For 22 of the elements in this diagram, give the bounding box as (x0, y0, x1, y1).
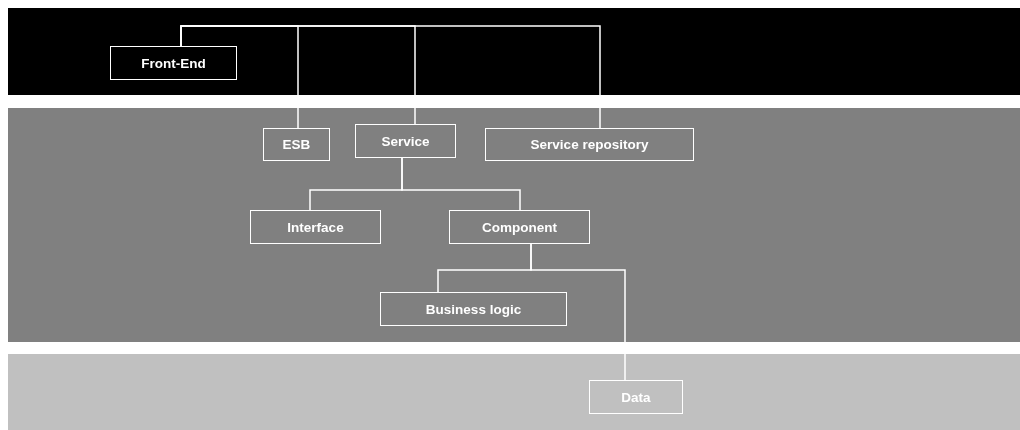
layer-band (8, 108, 1020, 342)
component-box (380, 292, 567, 326)
component-box (355, 124, 456, 158)
connector-line (530, 243, 626, 381)
component-box (449, 210, 590, 244)
box-label: Interface (287, 219, 344, 235)
layer-band (8, 8, 1020, 95)
box-label: Service (381, 133, 430, 149)
connector-line (180, 25, 601, 129)
component-box (485, 128, 694, 161)
component-box (250, 210, 381, 244)
layer-band (8, 354, 1020, 430)
box-label: Front-End (141, 55, 206, 71)
box-label: Component (482, 219, 557, 235)
component-box (589, 380, 683, 414)
box-label: ESB (282, 137, 311, 152)
box-label: Business logic (425, 301, 522, 317)
connector-line (401, 157, 521, 211)
box-label: Data (621, 389, 651, 405)
component-box (263, 128, 330, 161)
component-box (110, 46, 237, 80)
box-label: Service repository (530, 137, 649, 152)
